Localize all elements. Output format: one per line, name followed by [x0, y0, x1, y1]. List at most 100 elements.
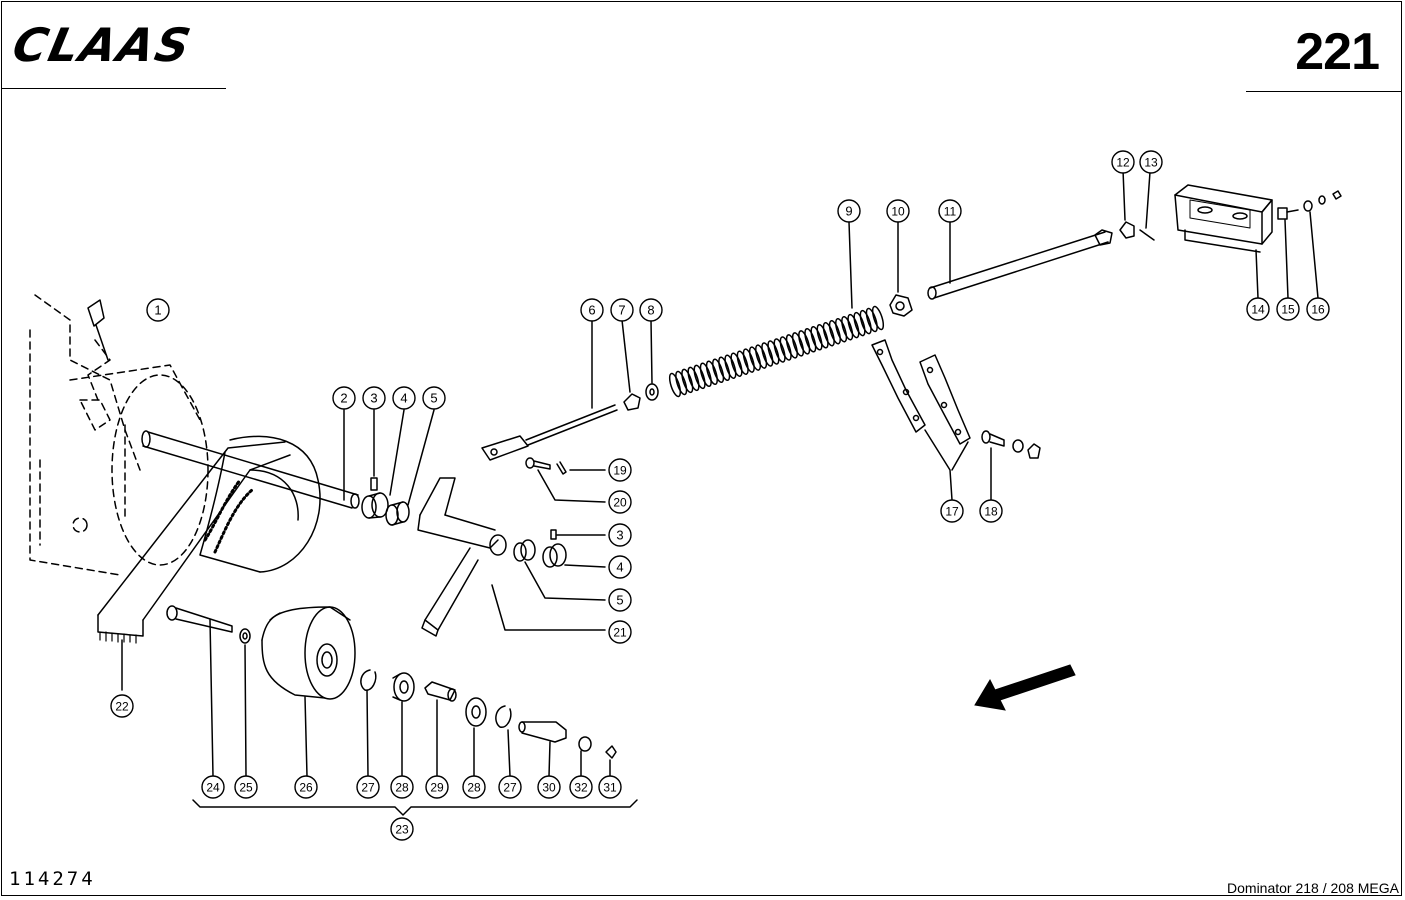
spring-coil: [816, 324, 829, 349]
part-grease-nipple-3: [370, 409, 378, 491]
svg-text:24: 24: [206, 781, 220, 795]
spring-coil: [810, 326, 823, 351]
svg-text:17: 17: [945, 505, 959, 519]
svg-text:20: 20: [613, 496, 627, 510]
header-rule-right: [1246, 91, 1402, 92]
part-washer-8: [645, 319, 659, 401]
header-rule-left: [2, 88, 226, 89]
callout-21: 21: [608, 620, 632, 644]
svg-text:4: 4: [400, 391, 407, 406]
callout-19: 19: [608, 458, 632, 482]
spring-coil: [712, 358, 725, 384]
svg-text:22: 22: [115, 700, 129, 714]
svg-text:27: 27: [503, 781, 517, 795]
callout-26: 26: [294, 775, 318, 799]
part-bracket-17: [871, 339, 971, 501]
callout-20: 20: [608, 490, 632, 514]
spring-coil: [718, 356, 731, 382]
part-bearing-4: [361, 409, 405, 519]
part-bearing-28: [392, 672, 415, 777]
part-bolt-15: [1277, 207, 1299, 299]
page-number: 221: [1295, 23, 1380, 81]
callout-6: 6: [580, 298, 604, 322]
callout-27: 27: [356, 775, 380, 799]
svg-text:26: 26: [299, 781, 313, 795]
callout-25: 25: [234, 775, 258, 799]
spring-coil: [822, 321, 835, 347]
callout-28: 28: [390, 775, 414, 799]
callout-14: 14: [1246, 297, 1270, 321]
callout-13: 13: [1139, 150, 1163, 174]
callout-11: 11: [938, 199, 962, 223]
spring-coil: [785, 334, 798, 359]
svg-text:13: 13: [1144, 156, 1158, 170]
spring-coil: [871, 305, 885, 331]
part-pin-13: [1139, 171, 1155, 241]
svg-text:28: 28: [467, 781, 481, 795]
part-spacer-29: [424, 681, 457, 777]
svg-text:15: 15: [1281, 303, 1295, 317]
part-nut-12: [1119, 169, 1135, 239]
svg-text:23: 23: [395, 823, 409, 837]
spring-coil: [853, 311, 866, 337]
part-bush-5: [385, 409, 435, 526]
spring-coil: [865, 307, 878, 333]
part-spring-9: [668, 305, 885, 398]
callout-5: 5: [422, 386, 446, 410]
part-pin-20: [525, 457, 606, 503]
part-axle-30: [518, 721, 567, 777]
svg-text:18: 18: [984, 505, 998, 519]
svg-text:3: 3: [370, 391, 377, 406]
drawing-number: 114274: [9, 868, 96, 890]
part-grease-nipple-3b: [550, 529, 606, 540]
travel-direction-arrow-icon: [974, 664, 1076, 711]
svg-text:32: 32: [574, 781, 588, 795]
spring-coil: [736, 350, 749, 375]
callout-1: 1: [146, 298, 170, 322]
svg-text:4: 4: [616, 560, 623, 575]
callout-5: 5: [608, 588, 632, 612]
assembly-bracket-23: [192, 799, 638, 816]
part-circlip-27: [360, 669, 377, 777]
svg-text:16: 16: [1311, 303, 1325, 317]
callout-24: 24: [201, 775, 225, 799]
svg-text:6: 6: [588, 303, 595, 318]
spring-coil: [767, 340, 780, 365]
spring-coil: [755, 344, 768, 369]
svg-text:30: 30: [542, 781, 556, 795]
callout-9: 9: [837, 199, 861, 223]
svg-text:8: 8: [647, 303, 654, 318]
spring-coil: [705, 360, 718, 386]
spring-coil: [859, 309, 872, 335]
callout-4: 4: [608, 555, 632, 579]
part-bush-5b: [513, 539, 606, 601]
svg-text:25: 25: [239, 781, 253, 795]
part-belt-22: [97, 441, 291, 691]
svg-text:2: 2: [340, 391, 347, 406]
callout-4: 4: [392, 386, 416, 410]
svg-text:1: 1: [154, 303, 161, 318]
callout-7: 7: [610, 298, 634, 322]
spring-coil: [693, 364, 706, 390]
part-circlip-27b: [495, 705, 512, 777]
spring-coil: [779, 336, 792, 361]
part-nut-31: [605, 745, 617, 777]
callout-12: 12: [1111, 150, 1135, 174]
callout-17: 17: [940, 499, 964, 523]
svg-text:9: 9: [845, 204, 852, 219]
svg-text:27: 27: [361, 781, 375, 795]
spring-coil: [841, 315, 854, 341]
svg-text:5: 5: [430, 391, 437, 406]
spring-coil: [699, 362, 712, 388]
part-split-pin-19: [556, 461, 606, 475]
spring-coil: [730, 352, 743, 377]
callout-27: 27: [498, 775, 522, 799]
svg-text:31: 31: [603, 781, 617, 795]
callout-2: 2: [332, 386, 356, 410]
spring-coil: [668, 372, 682, 398]
svg-text:19: 19: [613, 464, 627, 478]
